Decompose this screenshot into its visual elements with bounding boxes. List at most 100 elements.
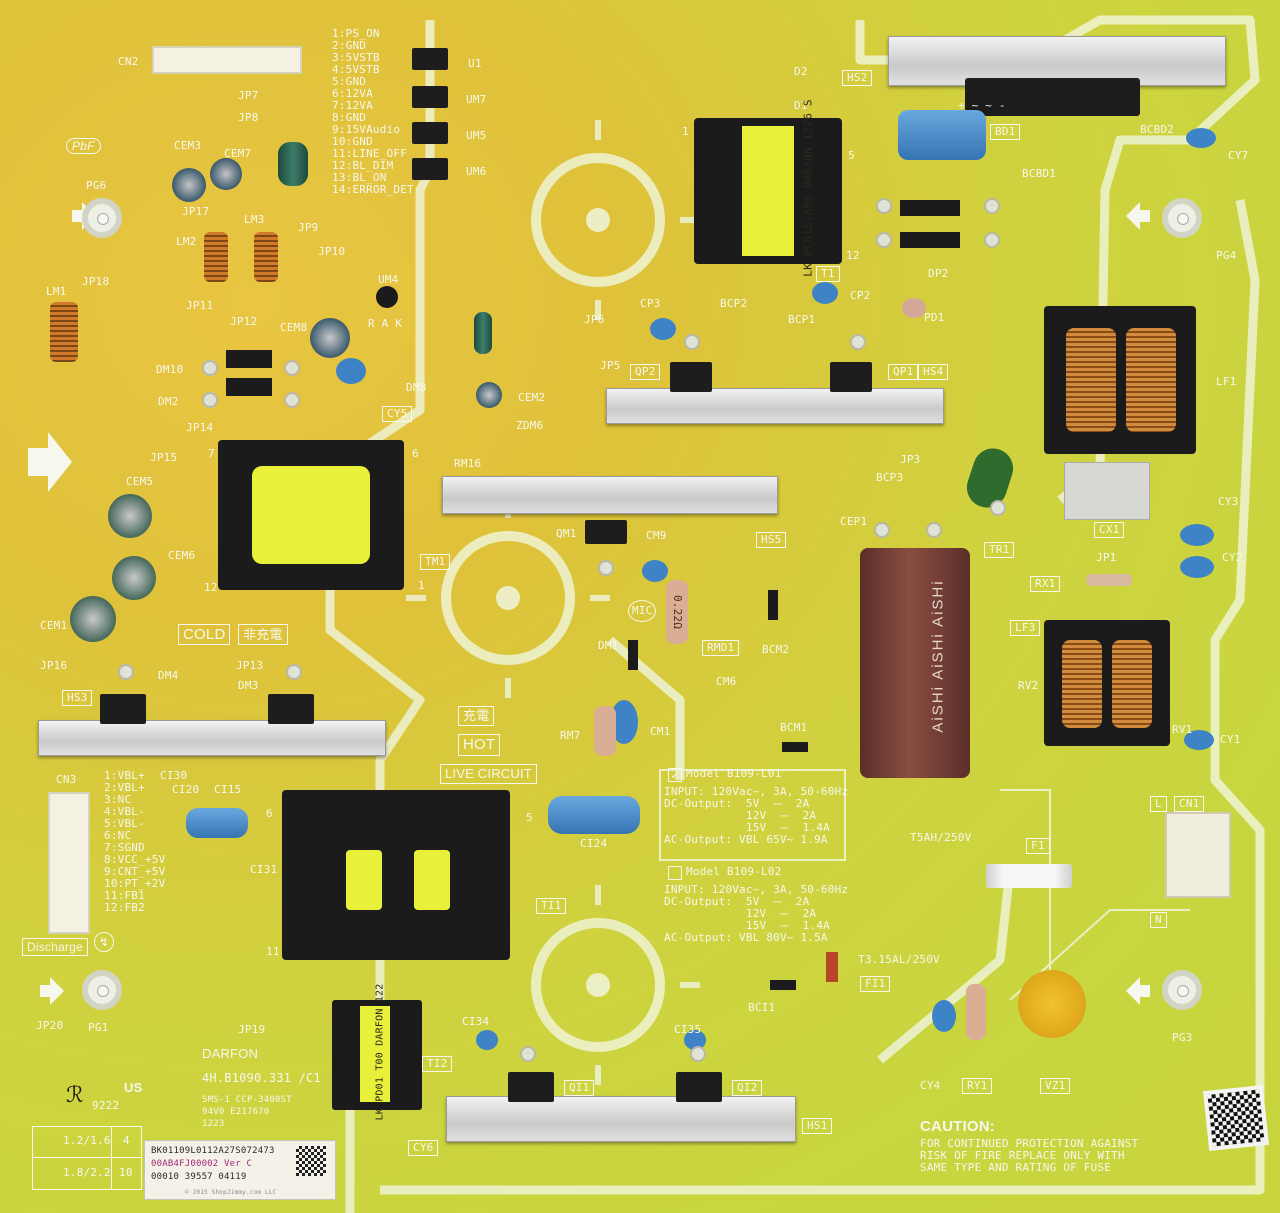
diode-dm1: [628, 640, 638, 670]
label-bcp3: BCP3: [876, 471, 904, 484]
cn2-pin: 3:5VSTB: [332, 51, 380, 64]
connector-cn3: [48, 792, 90, 934]
ul-logo: ℛ: [66, 1082, 84, 1107]
solder-pad: [286, 664, 302, 680]
label-um5: UM5: [466, 129, 487, 142]
solder-pad: [926, 522, 942, 538]
model-2-checkbox: [668, 866, 682, 880]
label-mic: MIC: [628, 600, 657, 622]
cn3-pin: 2:VBL+: [104, 781, 145, 794]
transistor-qp1: [830, 362, 872, 392]
model-2-line: 15V ⎓ 1.4A: [664, 919, 830, 932]
resistor-ry1: [966, 984, 986, 1040]
disc-capacitor: [336, 358, 366, 384]
label-um7: UM7: [466, 93, 487, 106]
label-um6: UM6: [466, 165, 487, 178]
model-1-line: 12V ⎓ 2A: [664, 809, 817, 822]
label-ci20: CI20: [172, 783, 200, 796]
label-tm1-pin12: 12: [204, 581, 218, 594]
label-jp19: JP19: [238, 1023, 266, 1036]
cn3-pin: 11:FB1: [104, 889, 145, 902]
label-jp7: JP7: [238, 89, 259, 102]
cn3-pin: 6:NC: [104, 829, 132, 842]
resistor-rmd1: [666, 580, 688, 644]
ul-us: US: [124, 1080, 143, 1095]
label-cp3: CP3: [640, 297, 661, 310]
transformer-ti1: [282, 790, 510, 960]
solder-pad: [284, 360, 300, 376]
label-jp16: JP16: [40, 659, 68, 672]
transistor-qm1: [585, 520, 627, 544]
capacitor-cem6: [112, 556, 156, 600]
label-cem5: CEM5: [126, 475, 154, 488]
label-cx1: CX1: [1094, 522, 1125, 538]
cn3-pin: 5:VBL-: [104, 817, 145, 830]
optocoupler-um5: [412, 122, 448, 144]
label-dm10: DM10: [156, 363, 184, 376]
cn2-pin: 7:12VA: [332, 99, 373, 112]
heatsink-hs3: [38, 720, 386, 756]
connector-cn1: [1165, 812, 1231, 898]
label-ci15: CI15: [214, 783, 242, 796]
label-hs5: HS5: [756, 532, 787, 548]
label-dm2: DM2: [158, 395, 179, 408]
mount-hole-pg4: [1162, 198, 1202, 238]
label-bcbd1: BCBD1: [1022, 167, 1057, 180]
label-ci31: CI31: [250, 863, 278, 876]
model-2-line: INPUT: 120Vac~, 3A, 50-60Hz: [664, 883, 849, 896]
label-dm8: DM8: [406, 381, 427, 394]
cn2-pinout: 1:PS_ON 2:GND 3:5VSTB 4:5VSTB 5:GND 6:12…: [332, 28, 414, 196]
transformer-ti2-marking: LK PD01 T00 DARFON 122: [374, 983, 386, 1121]
label-cold: COLD: [178, 624, 231, 645]
connector-cn2: [152, 46, 302, 74]
model-2-line: 12V ⎓ 2A: [664, 907, 817, 920]
darfon-logo: DARFON: [202, 1046, 259, 1061]
label-bcp2: BCP2: [720, 297, 748, 310]
solder-pad: [598, 560, 614, 576]
barcode-line: BK01109L0112A27S072473: [151, 1146, 275, 1156]
solder-pad: [684, 334, 700, 350]
heatsink-hs4: [606, 388, 944, 424]
label-ti2: TI2: [422, 1056, 453, 1072]
model-1-line: AC-Output: VBL 65V~ 1.9A: [664, 833, 828, 846]
transformer-t1-marking: LK PC015.A60 DARFON 1226 S: [801, 99, 815, 277]
disc-capacitor: [642, 560, 668, 582]
cn2-pin: 2:GND: [332, 39, 367, 52]
label-dp2: DP2: [928, 267, 949, 280]
label-jp13: JP13: [236, 659, 264, 672]
barcode-line: 00AB4FJ00002 Ver C: [151, 1159, 253, 1169]
label-lm2: LM2: [176, 235, 197, 248]
diode-dp2-b: [900, 232, 960, 248]
label-t1: T1: [816, 266, 840, 282]
label-cy5: CY5: [382, 406, 413, 422]
label-cem6: CEM6: [168, 549, 196, 562]
optocoupler-um7: [412, 86, 448, 108]
cn3-pin: 9:CNT_+5V: [104, 865, 166, 878]
capacitor-cem2: [476, 382, 502, 408]
label-rx1: RX1: [1030, 576, 1061, 592]
label-cm6: CM6: [716, 675, 737, 688]
film-capacitor-bd1: [898, 110, 986, 160]
label-jp1: JP1: [1096, 551, 1117, 564]
caution-line: FOR CONTINUED PROTECTION AGAINST: [920, 1137, 1139, 1150]
label-ry1: RY1: [962, 1078, 993, 1094]
disc-capacitor: [812, 282, 838, 304]
mount-hole-pg1: [82, 970, 122, 1010]
label-jp18: JP18: [82, 275, 110, 288]
label-lf1: LF1: [1216, 375, 1237, 388]
cert-line: 94V0 E217670: [202, 1107, 270, 1117]
capacitor-brand: AiSHi AiSHi AiSHi: [929, 579, 947, 733]
label-ti1-pin6: 6: [266, 807, 273, 820]
label-cn2: CN2: [118, 55, 139, 68]
capacitor-cem7: [210, 158, 242, 190]
cn2-pin: 9:15VAudio: [332, 123, 401, 136]
label-qi2: QI2: [732, 1080, 763, 1096]
label-t1-pin1: 1: [682, 125, 689, 138]
label-d1: D1: [794, 99, 808, 112]
transformer-ti2: [332, 1000, 422, 1110]
label-fi1: FI1: [860, 976, 891, 992]
model-1-checkbox: ✓: [668, 768, 682, 782]
label-cp2: CP2: [850, 289, 871, 302]
label-jp15: JP15: [150, 451, 178, 464]
